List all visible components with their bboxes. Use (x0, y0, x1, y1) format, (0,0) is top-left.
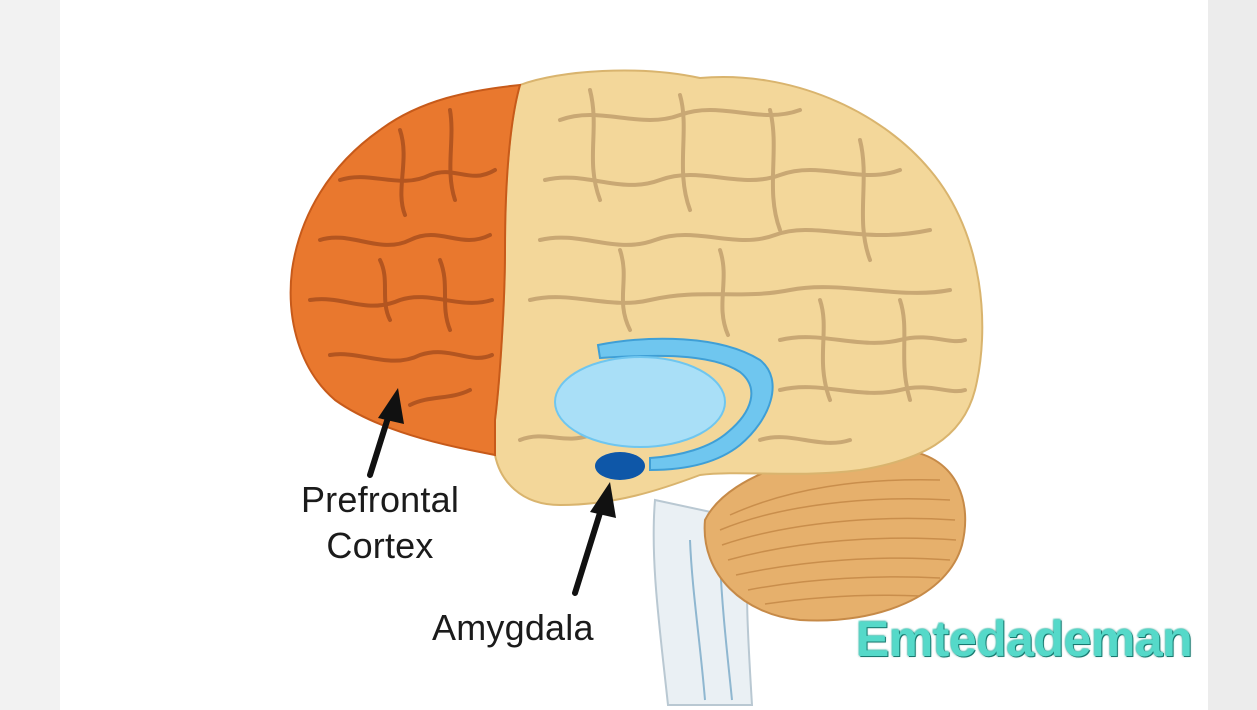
watermark-text: Emtedademan (856, 610, 1192, 668)
prefrontal-cortex-label: Prefrontal Cortex (285, 480, 475, 566)
prefrontal-label-line1: Prefrontal (285, 480, 475, 520)
prefrontal-cortex (291, 85, 520, 455)
amygdala-label: Amygdala (432, 608, 594, 648)
prefrontal-label-line2: Cortex (285, 526, 475, 566)
lateral-ventricle (555, 357, 725, 447)
cerebellum (705, 449, 966, 620)
amygdala-structure (595, 452, 645, 480)
